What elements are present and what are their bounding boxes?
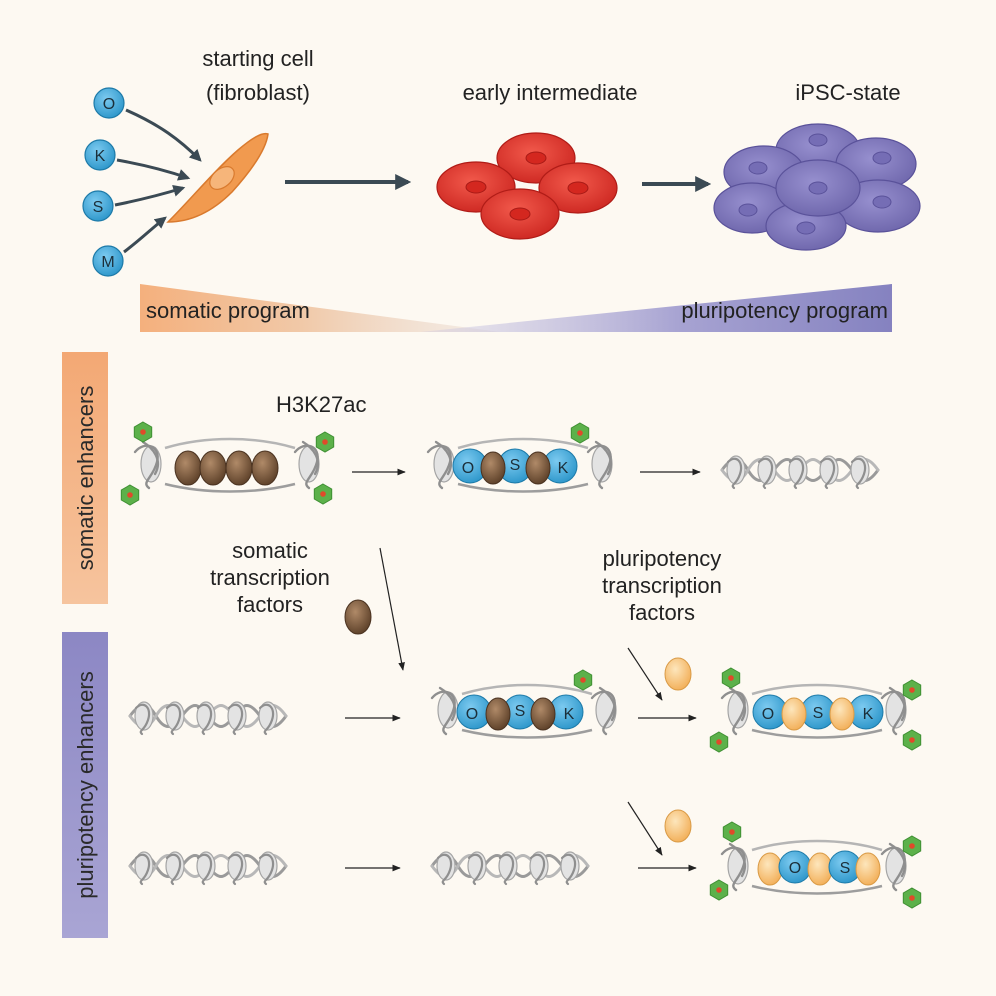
pluri-tf-icon <box>664 657 692 691</box>
somatic-program-label: somatic program <box>146 298 310 323</box>
acetyl-mark <box>313 483 333 505</box>
factor-s: S <box>82 190 114 222</box>
factor-o: O <box>93 87 125 119</box>
pluri-enhancer-osk-somatic: O S K <box>430 669 618 739</box>
somatic-enhancer-osk: O S K <box>426 422 614 493</box>
ipsc-colony <box>713 123 921 251</box>
pluri-tf-icon <box>664 809 692 843</box>
somatic-tf-label-1: somatic <box>232 538 308 563</box>
acetyl-mark <box>133 421 153 443</box>
pluri-enhancer-closed <box>128 700 288 736</box>
svg-text:K: K <box>564 706 575 723</box>
pluri-enhancer-osk-active: O S K <box>709 667 922 753</box>
h3k27ac-label: H3K27ac <box>276 392 367 417</box>
somatic-tf-label-2: transcription <box>210 565 330 590</box>
acetyl-mark <box>722 821 742 843</box>
acetyl-mark <box>902 679 922 701</box>
pluri-tf-label-2: transcription <box>602 573 722 598</box>
somatic-enhancers-label: somatic enhancers <box>73 386 98 571</box>
acetyl-mark <box>709 879 729 901</box>
svg-text:S: S <box>813 705 824 722</box>
pluri-tf-label-3: factors <box>629 600 695 625</box>
somatic-enhancers-bar <box>62 352 108 604</box>
acetyl-mark <box>573 669 593 691</box>
svg-text:S: S <box>840 860 851 877</box>
factor-m: M <box>92 245 124 277</box>
acetyl-mark <box>120 484 140 506</box>
svg-text:O: O <box>789 860 801 877</box>
somatic-tf-label-3: factors <box>237 592 303 617</box>
factor-k: K <box>84 139 116 171</box>
acetyl-mark <box>709 731 729 753</box>
svg-text:M: M <box>101 254 114 271</box>
acetyl-mark <box>902 887 922 909</box>
pluri-tf-label-1: pluripotency <box>603 546 722 571</box>
ipsc-state-label: iPSC-state <box>795 80 900 105</box>
fibroblast-cell <box>166 132 269 223</box>
acetyl-mark <box>315 431 335 453</box>
svg-text:K: K <box>863 706 874 723</box>
arrow <box>379 547 405 671</box>
factor-arrows <box>114 108 202 254</box>
arrow <box>627 647 663 701</box>
somatic-enhancer-open <box>120 421 335 506</box>
svg-text:K: K <box>558 460 569 477</box>
somatic-tf-icon <box>344 599 372 635</box>
starting-cell-label: starting cell <box>202 46 313 71</box>
arrow <box>627 801 663 856</box>
pluripotency-enhancers-bar <box>62 632 108 938</box>
pluripotency-program-label: pluripotency program <box>681 298 888 323</box>
pluripotency-program-wedge <box>420 284 892 332</box>
svg-text:K: K <box>95 148 106 165</box>
somatic-enhancer-closed <box>720 454 880 490</box>
starting-cell-sublabel: (fibroblast) <box>206 80 310 105</box>
acetyl-mark <box>570 422 590 444</box>
acetyl-mark <box>902 835 922 857</box>
svg-text:S: S <box>510 457 521 474</box>
svg-text:S: S <box>515 703 526 720</box>
svg-text:O: O <box>466 706 478 723</box>
early-intermediate-label: early intermediate <box>463 80 638 105</box>
pluri-enhancer-closed <box>430 850 590 886</box>
pluri-enhancer-closed <box>128 850 288 886</box>
acetyl-mark <box>721 667 741 689</box>
svg-text:O: O <box>762 706 774 723</box>
intermediate-cells <box>436 132 618 240</box>
acetyl-mark <box>902 729 922 751</box>
pluripotency-enhancers-label: pluripotency enhancers <box>73 671 98 898</box>
pluri-enhancer-os-active: O S <box>709 821 922 909</box>
somatic-program-wedge <box>140 284 500 332</box>
svg-text:O: O <box>462 460 474 477</box>
svg-text:O: O <box>103 96 115 113</box>
svg-text:S: S <box>93 199 104 216</box>
